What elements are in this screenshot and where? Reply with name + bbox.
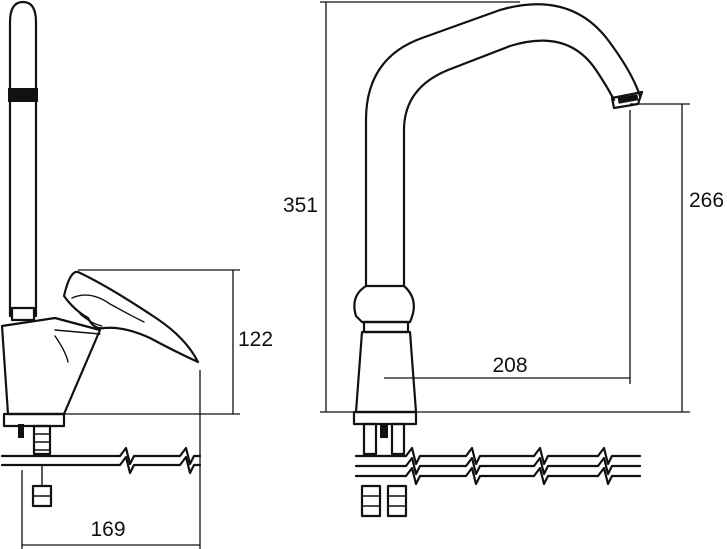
dim-right-spout-height-label: 266: [689, 189, 724, 212]
front-view-connector-left: [362, 422, 378, 456]
front-view-connector-right: [390, 422, 406, 456]
side-view-body-line: [54, 329, 101, 335]
front-view-spout-inner: [402, 39, 616, 288]
side-view-aerator: [8, 88, 38, 102]
side-view-body-accent: [54, 335, 69, 363]
front-view-collar: [362, 320, 410, 334]
side-view-body: [0, 316, 102, 416]
front-view-body: [354, 330, 418, 414]
dim-right-spout-reach-label: 208: [492, 354, 527, 377]
dim-right-total-height-label: 351: [283, 194, 318, 217]
dim-left-lever-height: 122: [64, 269, 273, 415]
side-view-connector: [32, 424, 52, 456]
dim-right-total-height: 351: [283, 1, 520, 413]
front-view-hose-3: [354, 466, 642, 486]
side-view-hose-1: [0, 446, 202, 466]
side-view-hose-2: [0, 455, 202, 475]
side-view-stud: [18, 424, 24, 438]
side-view-base: [2, 412, 66, 428]
side-view-lever-pivot: [79, 313, 103, 327]
front-view-hose-nut-left: [360, 484, 382, 518]
front-view-hose-1: [354, 446, 642, 466]
front-view-hub: [353, 284, 415, 324]
side-view-lever-highlight: [71, 294, 145, 323]
dim-left-width: 169: [21, 370, 201, 549]
front-view-spout-outer: [364, 3, 642, 288]
front-view-aerator: [617, 94, 639, 104]
dim-left-width-label: 169: [90, 518, 125, 541]
dim-right-spout-height: 266: [416, 103, 724, 413]
front-view-hose-2: [354, 456, 642, 476]
side-view-faucet: [0, 0, 202, 508]
front-view-hose-nut-right: [386, 484, 408, 518]
front-view-stud: [380, 424, 388, 438]
dim-left-lever-height-label: 122: [238, 328, 273, 351]
front-view-base: [352, 410, 418, 426]
dim-right-spout-reach: 208: [384, 110, 631, 384]
side-view-spout-collar: [10, 306, 36, 322]
front-view-faucet: [352, 3, 644, 518]
side-view-spout: [8, 0, 38, 318]
